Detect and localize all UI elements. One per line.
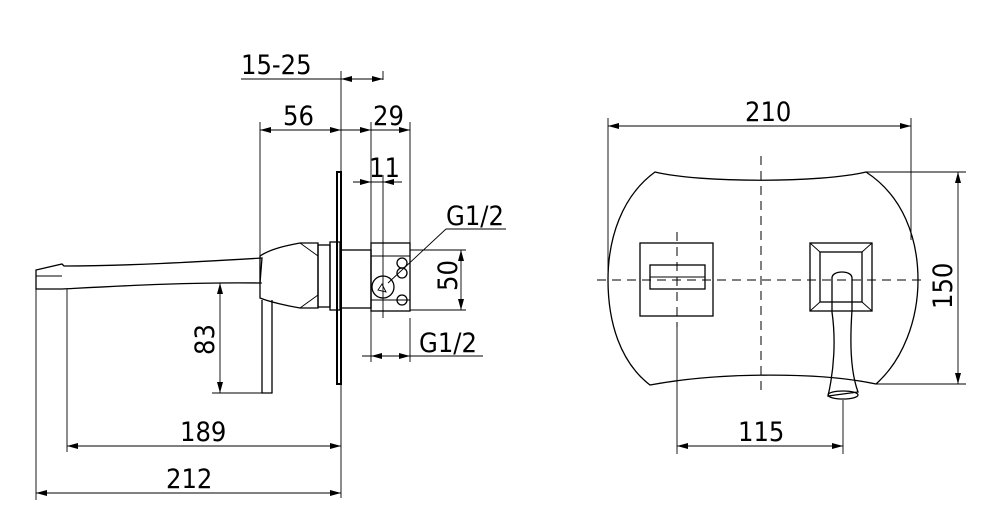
side-view: 15-25 56 29 11	[35, 50, 506, 500]
dim-210: 210	[607, 97, 912, 278]
dim-50-label: 50	[433, 260, 464, 291]
right-control	[809, 242, 873, 400]
mixer-body	[259, 242, 319, 309]
dim-56: 56	[259, 101, 341, 256]
dim-11-label: 11	[369, 153, 400, 184]
dim-150: 150	[866, 171, 966, 385]
dim-210-label: 210	[745, 97, 791, 128]
dim-11: 11	[353, 153, 402, 255]
dim-83-label: 83	[190, 324, 221, 355]
dim-29: 29	[341, 101, 411, 243]
dim-115: 115	[676, 327, 844, 454]
embedded-box	[340, 249, 372, 309]
dim-50: 50	[410, 249, 466, 311]
dim-189-label: 189	[180, 417, 226, 448]
dim-189: 189	[66, 289, 342, 498]
dim-83: 83	[190, 282, 262, 394]
thread-bottom-label: G1/2	[419, 328, 477, 359]
flange	[317, 244, 331, 308]
front-view: 210 150 115	[597, 97, 966, 454]
dim-15-25-label: 15-25	[241, 50, 312, 81]
valve-body	[370, 242, 411, 312]
spout	[35, 257, 263, 290]
dim-212: 212	[35, 289, 341, 500]
dim-115-label: 115	[738, 417, 784, 448]
lever	[827, 271, 859, 397]
front-plate	[607, 171, 919, 386]
thread-top: G1/2	[387, 201, 506, 284]
lever-handle	[261, 300, 273, 394]
dim-56-label: 56	[283, 101, 314, 132]
dim-212-label: 212	[166, 464, 212, 495]
dim-29-label: 29	[373, 101, 404, 132]
dim-15-25: 15-25	[241, 50, 384, 245]
thread-bottom: G1/2	[362, 311, 483, 362]
dim-150-label: 150	[928, 263, 959, 309]
thread-top-label: G1/2	[446, 201, 504, 232]
